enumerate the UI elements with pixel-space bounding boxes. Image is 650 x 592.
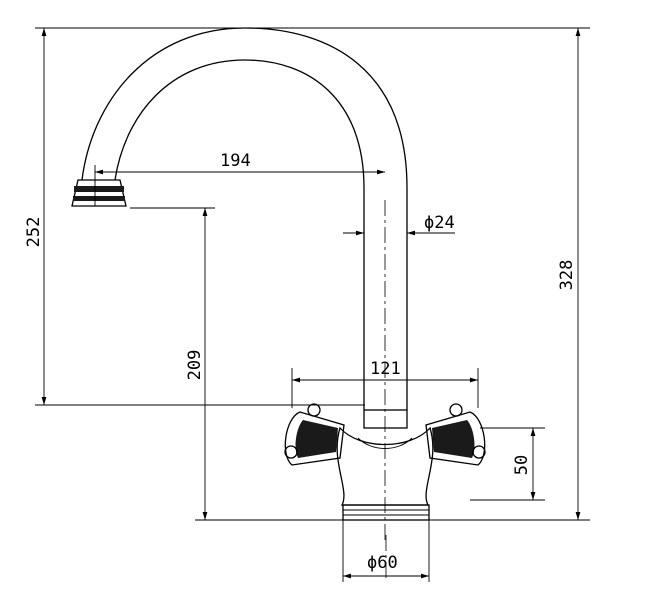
dimension-labels: 194 ϕ24 252 328 209 121 50 ϕ60 — [24, 151, 577, 573]
dim-handle-span: 121 — [370, 359, 401, 379]
dim-total-height: 328 — [557, 260, 577, 291]
left-handle — [284, 403, 345, 466]
right-handle — [425, 403, 486, 466]
dim-base-diameter: ϕ60 — [367, 553, 398, 573]
dim-spout-height: 252 — [24, 217, 44, 248]
extension-lines — [35, 27, 590, 582]
dim-spout-diameter: ϕ24 — [424, 213, 455, 233]
faucet-body — [71, 27, 486, 580]
dim-spout-reach: 194 — [220, 151, 251, 171]
dimension-lines — [41, 28, 581, 579]
aerator — [71, 179, 127, 207]
dim-handle-height: 50 — [512, 455, 532, 475]
dim-outlet-height: 209 — [185, 350, 205, 381]
